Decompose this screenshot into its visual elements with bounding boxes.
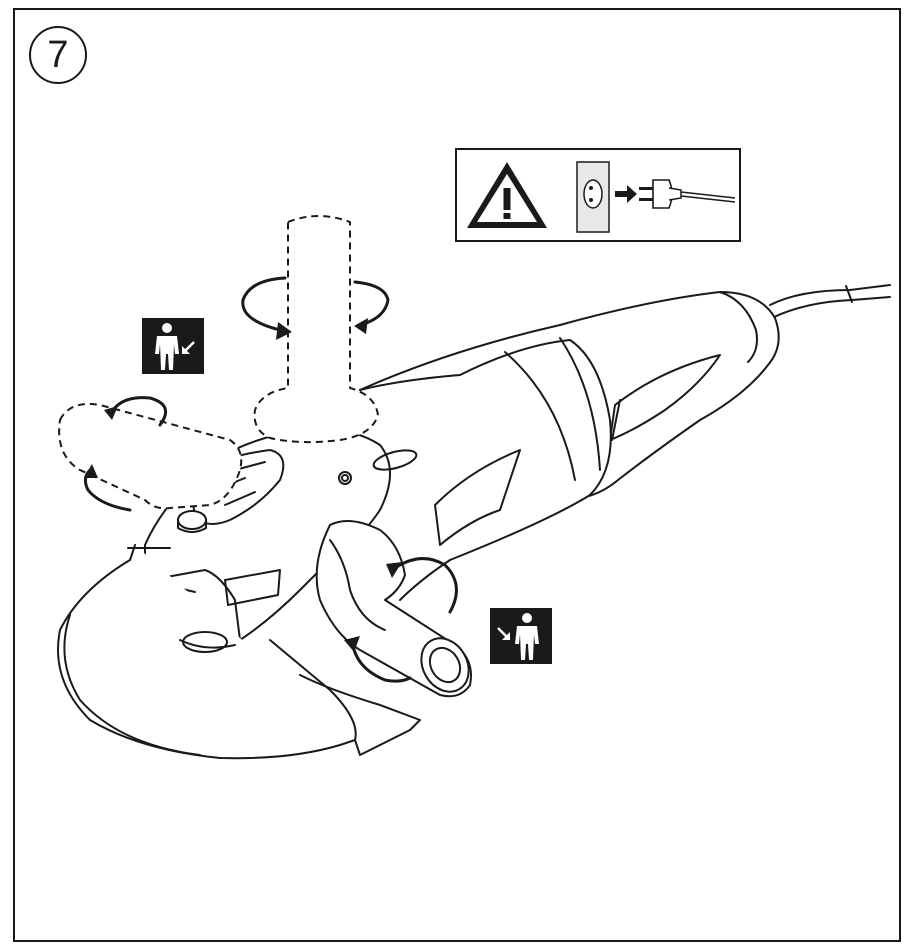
warning-triangle-icon: [467, 162, 547, 228]
unplug-warning-box: [455, 148, 741, 242]
right-handed-user-icon: [490, 608, 552, 664]
unplug-from-socket-icon: [576, 161, 736, 233]
step-number-badge: 7: [29, 26, 87, 84]
left-handed-user-icon: [142, 318, 204, 374]
rotate-arrow-icon: [83, 276, 458, 683]
step-number: 7: [47, 33, 69, 76]
